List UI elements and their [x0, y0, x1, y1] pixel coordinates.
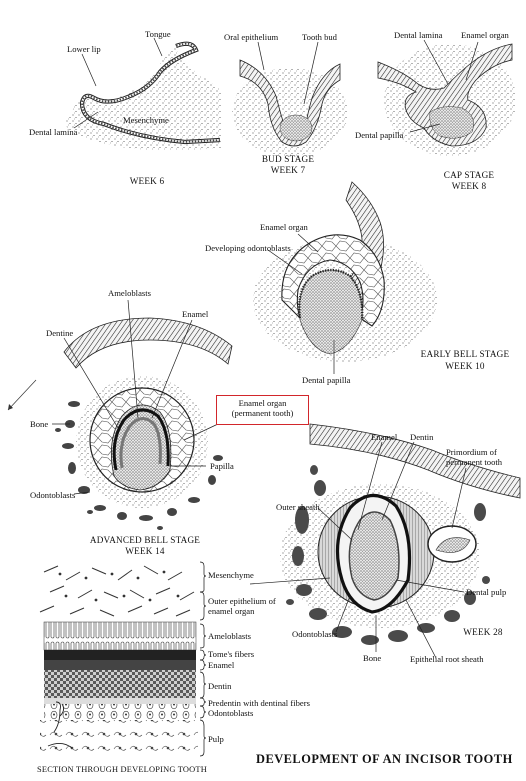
caption-week6: WEEK 6 — [129, 176, 165, 186]
label-tooth-bud: Tooth bud — [302, 32, 337, 42]
caption-section: SECTION THROUGH DEVELOPING TOOTH — [37, 765, 207, 774]
highlight-box — [216, 395, 309, 425]
label-lower-lip: Lower lip — [67, 44, 101, 54]
section-diagram — [36, 561, 207, 757]
label-bone-w14: Bone — [30, 419, 49, 429]
signature-mark — [47, 701, 73, 749]
label-mesenchyme-section: Mesenchyme — [208, 570, 254, 580]
label-enamel-organ-w8: Enamel organ — [461, 30, 509, 40]
label-enamel-section: Enamel — [208, 660, 235, 670]
label-predentin: Predentin with dentinal fibers — [208, 698, 310, 708]
label-tomes-fibers: Tome's fibers — [208, 649, 255, 659]
label-papilla-w14: Papilla — [210, 461, 234, 471]
label-odontoblasts-w14: Odontoblasts — [30, 490, 76, 500]
caption-week7: WEEK 7 — [270, 165, 306, 175]
pointer-arrow — [7, 379, 37, 411]
label-pulp-section: Pulp — [208, 734, 224, 744]
week14-bone-fragments — [55, 401, 223, 530]
caption-week10: WEEK 10 — [445, 361, 485, 371]
week28-diagram — [249, 423, 521, 659]
label-dental-lamina-w6: Dental lamina — [29, 127, 78, 137]
label-dental-papilla-w10: Dental papilla — [302, 375, 351, 385]
caption-week28: WEEK 28 — [463, 627, 503, 637]
label-primordium-line1: Primordium of — [446, 447, 497, 457]
caption-week8: WEEK 8 — [451, 181, 487, 191]
label-dentine-w14: Dentine — [46, 328, 74, 338]
label-tongue: Tongue — [145, 29, 171, 39]
label-dental-pulp: Dental pulp — [466, 587, 507, 597]
label-outer-epithelium-line2: enamel organ — [208, 606, 255, 616]
week28-bone-fragments — [286, 465, 490, 645]
caption-advanced-bell-stage: ADVANCED BELL STAGE — [89, 535, 201, 545]
page-title: DEVELOPMENT OF AN INCISOR TOOTH — [256, 752, 513, 766]
pointer-arrowhead — [8, 404, 13, 410]
label-dentin-w28: Dentin — [410, 432, 434, 442]
label-enamel-organ-w10: Enamel organ — [260, 222, 308, 232]
label-odontoblasts-w28: Odontoblasts — [292, 629, 338, 639]
label-epithelial-root-sheath: Epithelial root sheath — [410, 654, 484, 664]
label-oral-epithelium: Oral epithelium — [224, 32, 279, 42]
label-developing-odontoblasts: Developing odontoblasts — [205, 243, 291, 253]
week6-diagram — [66, 37, 222, 150]
week7-diagram — [232, 41, 348, 156]
label-dental-papilla-w8: Dental papilla — [355, 130, 404, 140]
highlight-line1: Enamel organ — [238, 398, 287, 408]
caption-cap-stage: CAP STAGE — [443, 170, 495, 180]
label-dentin-section: Dentin — [208, 681, 232, 691]
label-bone-w28: Bone — [363, 653, 382, 663]
label-ameloblasts-w14: Ameloblasts — [108, 288, 151, 298]
caption-week14: WEEK 14 — [125, 546, 165, 556]
label-outer-sheath: Outer sheath — [276, 502, 320, 512]
label-primordium-line2: permanent tooth — [446, 457, 503, 467]
label-outer-epithelium-line1: Outer epithelium of — [208, 596, 276, 606]
week14-diagram — [52, 299, 233, 530]
label-dental-lamina-w8: Dental lamina — [394, 30, 443, 40]
label-enamel-w28: Enamel — [371, 432, 398, 442]
highlight-line2: (permanent tooth) — [231, 408, 294, 418]
label-odontoblasts-section: Odontoblasts — [208, 708, 254, 718]
week8-diagram — [377, 39, 516, 156]
label-mesenchyme-w6: Mesenchyme — [123, 115, 169, 125]
label-ameloblasts-section: Ameloblasts — [208, 631, 251, 641]
label-enamel-w14: Enamel — [182, 309, 209, 319]
caption-early-bell-stage: EARLY BELL STAGE — [420, 349, 510, 359]
week10-diagram — [253, 181, 437, 374]
caption-bud-stage: BUD STAGE — [261, 154, 315, 164]
